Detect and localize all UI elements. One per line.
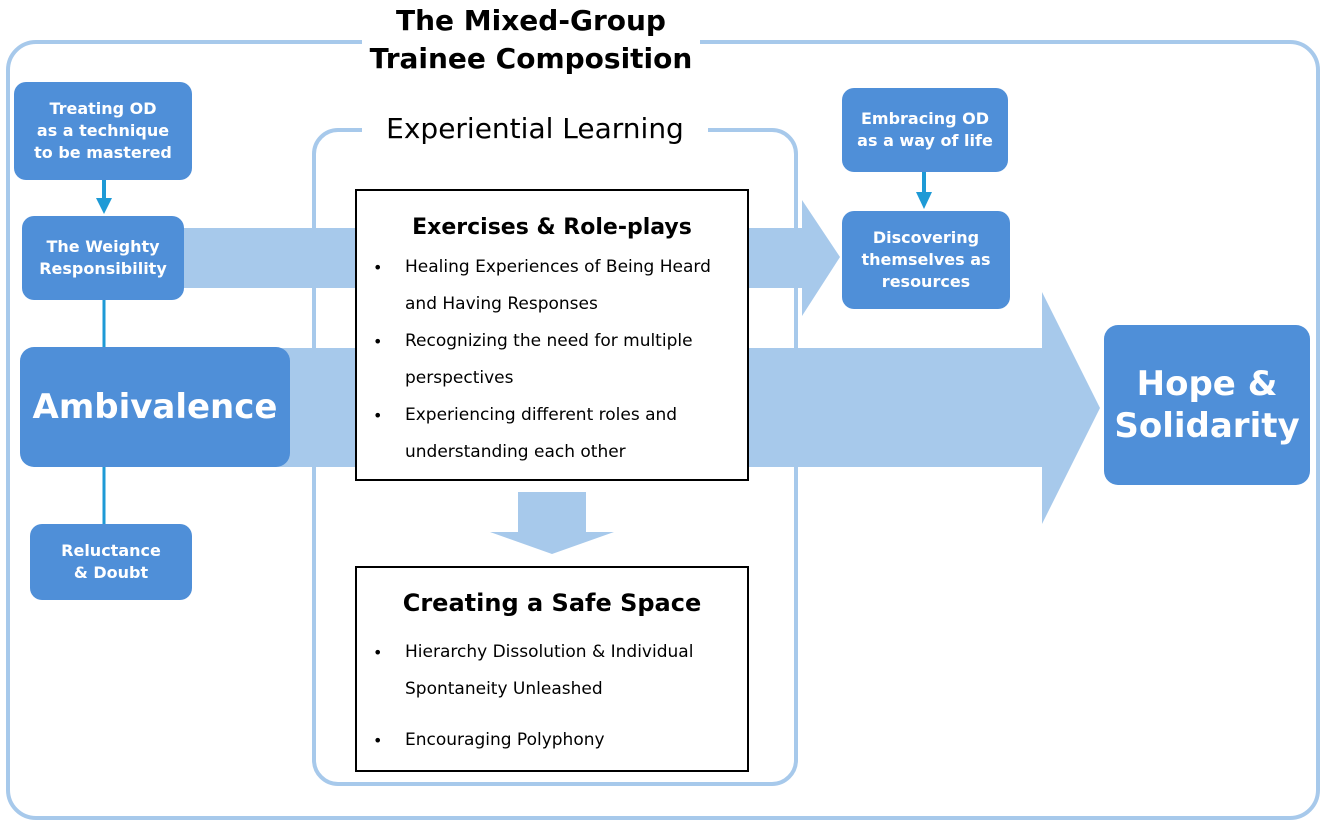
weighty-responsibility-label: The Weighty Responsibility: [39, 237, 167, 278]
embracing-od-box: Embracing OD as a way of life: [842, 88, 1008, 172]
list-item: Healing Experiences of Being Heard and H…: [357, 249, 747, 323]
arrow-embracing-discovering-head: [916, 192, 932, 209]
ambivalence-label: Ambivalence: [32, 387, 278, 427]
ambivalence-box: Ambivalence: [20, 347, 290, 467]
safe-space-list: Hierarchy Dissolution & Individual Spont…: [357, 634, 747, 759]
list-item: Experiencing different roles and underst…: [357, 397, 747, 471]
weighty-responsibility-box: The Weighty Responsibility: [22, 216, 184, 300]
exercises-roleplays-box: Exercises & Role-plays Healing Experienc…: [355, 189, 749, 481]
discovering-themselves-box: Discovering themselves as resources: [842, 211, 1010, 309]
list-item: Recognizing the need for multiple perspe…: [357, 323, 747, 397]
safe-space-box: Creating a Safe Space Hierarchy Dissolut…: [355, 566, 749, 772]
arrow-treating-weighty-head: [96, 198, 112, 214]
safe-item-1: Hierarchy Dissolution & Individual Spont…: [405, 642, 694, 699]
discovering-themselves-label: Discovering themselves as resources: [861, 228, 991, 291]
list-item: Encouraging Polyphony: [357, 722, 747, 759]
treating-od-box: Treating OD as a technique to be mastere…: [14, 82, 192, 180]
embracing-od-label: Embracing OD as a way of life: [857, 109, 993, 150]
hope-solidarity-label: Hope & Solidarity: [1114, 364, 1300, 446]
hope-solidarity-box: Hope & Solidarity: [1104, 325, 1310, 485]
outer-title-line1: The Mixed-Group: [396, 4, 666, 37]
exercise-item-1: Healing Experiences of Being Heard and H…: [405, 257, 711, 314]
exercises-list: Healing Experiences of Being Heard and H…: [357, 249, 747, 471]
exercises-title: Exercises & Role-plays: [412, 215, 692, 240]
exercise-item-2: Recognizing the need for multiple perspe…: [405, 331, 693, 388]
exercise-item-3: Experiencing different roles and underst…: [405, 405, 678, 462]
outer-frame-title: The Mixed-Group Trainee Composition: [362, 2, 700, 78]
safe-item-2: Encouraging Polyphony: [405, 730, 605, 750]
treating-od-label: Treating OD as a technique to be mastere…: [34, 99, 172, 162]
safe-space-title: Creating a Safe Space: [402, 589, 702, 617]
inner-frame-title: Experiential Learning: [362, 110, 708, 148]
reluctance-doubt-box: Reluctance & Doubt: [30, 524, 192, 600]
outer-title-line2: Trainee Composition: [369, 42, 693, 75]
list-item: Hierarchy Dissolution & Individual Spont…: [357, 634, 747, 708]
reluctance-doubt-label: Reluctance & Doubt: [61, 541, 161, 582]
down-arrow: [490, 492, 614, 554]
